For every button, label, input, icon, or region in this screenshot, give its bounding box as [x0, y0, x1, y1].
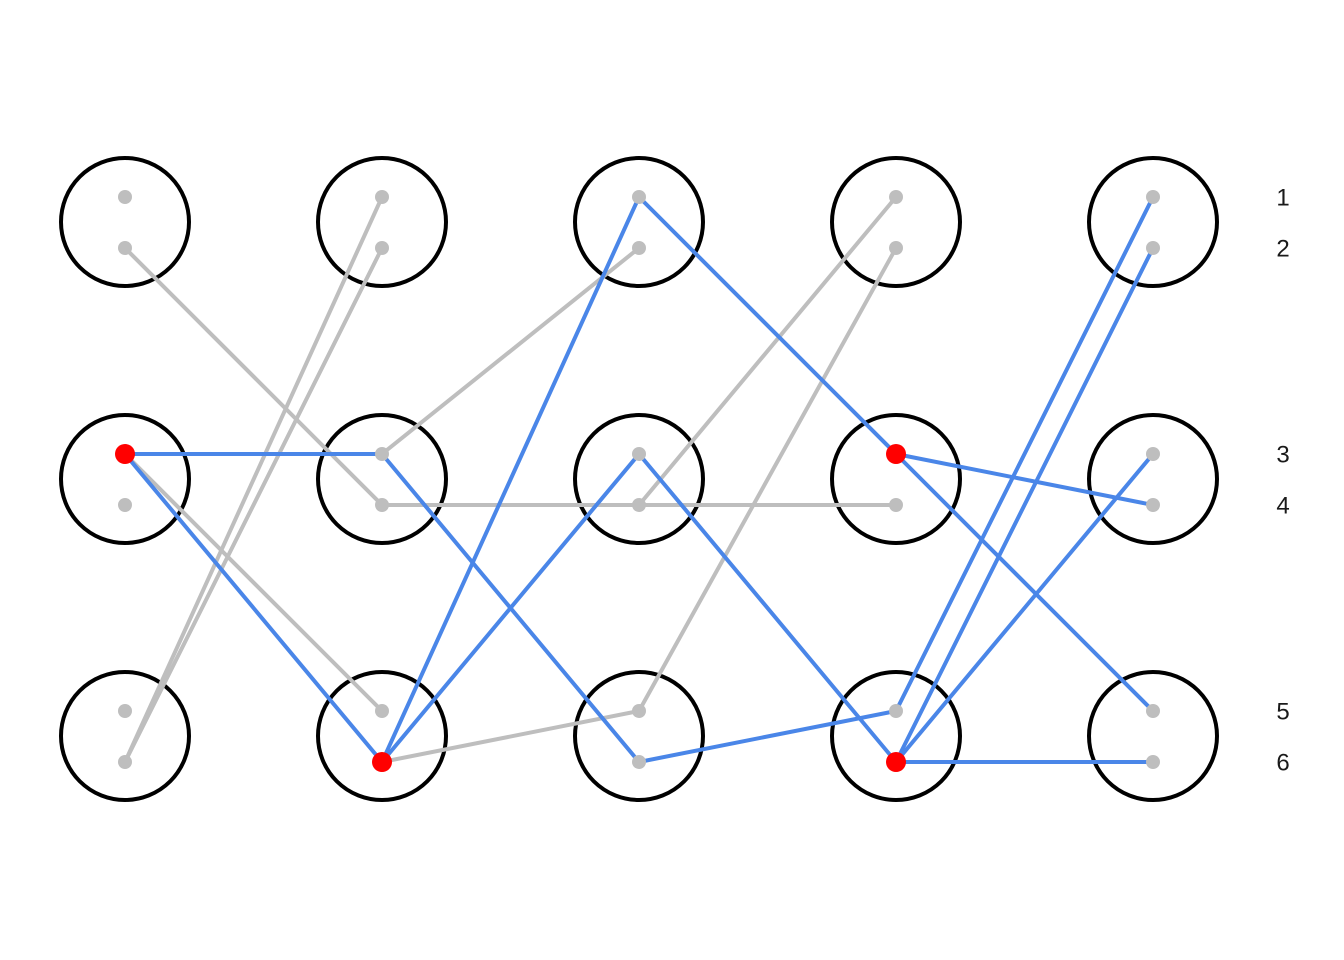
active-edge-s3p3-s4p6 [637, 452, 898, 764]
node-circles [59, 156, 1219, 802]
state-point-stage-3-state-2 [632, 241, 646, 255]
node-circle-stage-4-row-1 [830, 156, 962, 288]
row-label-3: 3 [1276, 442, 1289, 469]
node-circle-stage-2-row-3 [316, 670, 448, 802]
state-point-stage-3-state-3 [632, 447, 646, 461]
highlighted-point-stage-4-state-6 [886, 752, 906, 772]
active-edge-s2p6-s3p3 [380, 452, 641, 764]
highlighted-point-stage-1-state-3 [115, 444, 135, 464]
state-point-stage-4-state-2 [889, 241, 903, 255]
state-point-stage-1-state-5 [118, 704, 132, 718]
state-point-stage-2-state-5 [375, 704, 389, 718]
state-point-stage-1-state-2 [118, 241, 132, 255]
node-circle-stage-1-row-3 [59, 670, 191, 802]
node-circle-stage-5-row-1 [1087, 156, 1219, 288]
state-point-stage-5-state-3 [1146, 447, 1160, 461]
node-circle-stage-3-row-3 [573, 670, 705, 802]
row-label-4: 4 [1276, 493, 1289, 520]
inactive-edge-s1p6-s2p2 [123, 246, 384, 764]
inactive-edge-s1p3-s2p5 [123, 452, 384, 713]
node-circle-stage-1-row-1 [59, 156, 191, 288]
active-edge-s3p6-s4p5 [637, 709, 898, 764]
active-edge-s4p6-s5p2 [894, 246, 1155, 764]
state-point-stage-5-state-5 [1146, 704, 1160, 718]
state-point-stage-1-state-6 [118, 755, 132, 769]
state-point-stage-4-state-1 [889, 190, 903, 204]
active-edge-s2p6-s3p1 [380, 195, 641, 764]
row-label-2: 2 [1276, 236, 1289, 263]
inactive-edge-s2p6-s3p5 [380, 709, 641, 764]
state-point-stage-5-state-6 [1146, 755, 1160, 769]
active-edge-s3p1-s4p3 [637, 195, 898, 456]
node-circle-stage-3-row-1 [573, 156, 705, 288]
state-point-stage-3-state-1 [632, 190, 646, 204]
active-edge-s1p3-s2p6 [123, 452, 384, 764]
node-circle-stage-5-row-2 [1087, 413, 1219, 545]
state-point-stage-3-state-5 [632, 704, 646, 718]
state-point-stage-3-state-4 [632, 498, 646, 512]
active-edge-s4p3-s5p4 [894, 452, 1155, 507]
row-labels: 1 2 3 4 5 6 [1276, 185, 1289, 777]
active-edge-s4p6-s5p3 [894, 452, 1155, 764]
state-point-stage-1-state-4 [118, 498, 132, 512]
row-label-5: 5 [1276, 699, 1289, 726]
state-points [115, 190, 1160, 772]
state-point-stage-5-state-2 [1146, 241, 1160, 255]
state-point-stage-4-state-4 [889, 498, 903, 512]
node-circle-stage-4-row-3 [830, 670, 962, 802]
state-point-stage-5-state-1 [1146, 190, 1160, 204]
active-edges [123, 195, 1155, 764]
inactive-edge-s3p4-s4p1 [637, 195, 898, 507]
state-point-stage-2-state-2 [375, 241, 389, 255]
inactive-edges [123, 195, 898, 764]
inactive-edge-s1p2-s2p4 [123, 246, 384, 507]
row-label-1: 1 [1276, 185, 1289, 212]
node-circle-stage-2-row-2 [316, 413, 448, 545]
state-point-stage-5-state-4 [1146, 498, 1160, 512]
highlighted-point-stage-4-state-3 [886, 444, 906, 464]
inactive-edge-s1p6-s2p1 [123, 195, 384, 764]
node-circle-stage-3-row-2 [573, 413, 705, 545]
state-point-stage-4-state-5 [889, 704, 903, 718]
state-point-stage-1-state-1 [118, 190, 132, 204]
node-circle-stage-1-row-2 [59, 413, 191, 545]
highlighted-point-stage-2-state-6 [372, 752, 392, 772]
active-edge-s4p3-s5p5 [894, 452, 1155, 713]
state-point-stage-2-state-4 [375, 498, 389, 512]
row-label-6: 6 [1276, 750, 1289, 777]
active-edge-s4p5-s5p1 [894, 195, 1155, 713]
state-point-stage-2-state-3 [375, 447, 389, 461]
node-circle-stage-5-row-3 [1087, 670, 1219, 802]
node-circle-stage-4-row-2 [830, 413, 962, 545]
state-point-stage-3-state-6 [632, 755, 646, 769]
inactive-edge-s2p3-s3p2 [380, 246, 641, 456]
node-circle-stage-2-row-1 [316, 156, 448, 288]
inactive-edge-s3p5-s4p2 [637, 246, 898, 713]
state-point-stage-2-state-1 [375, 190, 389, 204]
